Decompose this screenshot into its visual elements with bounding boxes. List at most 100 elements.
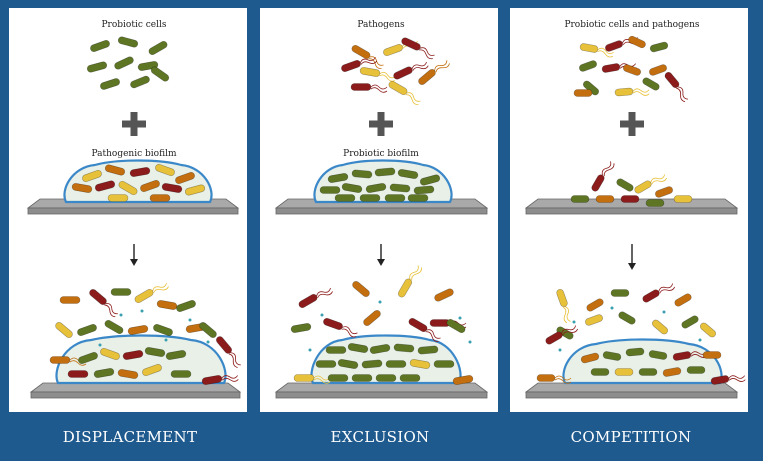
bacterium-icon bbox=[341, 183, 363, 193]
bacterium-icon bbox=[325, 346, 347, 354]
bacterium-icon bbox=[144, 347, 166, 357]
bacterium-icon bbox=[672, 351, 708, 361]
bacterium-icon bbox=[642, 77, 660, 91]
bacterium-icon bbox=[614, 368, 634, 376]
bacterium-icon bbox=[433, 360, 455, 368]
bacterium-icon bbox=[591, 161, 615, 192]
footer-label-displacement: DISPLACEMENT bbox=[62, 427, 198, 446]
surface-slab-icon bbox=[524, 382, 739, 399]
particle-dot bbox=[188, 318, 192, 322]
bacterium-icon bbox=[573, 89, 593, 97]
footer-label-exclusion: EXCLUSION bbox=[330, 427, 430, 446]
surface-slab-icon bbox=[29, 382, 242, 399]
bacterium-icon bbox=[602, 351, 622, 361]
label-probiotic-biofilm: Probiotic biofilm bbox=[343, 149, 419, 159]
bacterium-icon bbox=[620, 195, 640, 203]
bacterium-icon bbox=[351, 44, 384, 69]
bacterium-icon bbox=[341, 56, 378, 73]
bacterium-icon bbox=[327, 374, 349, 382]
bacterium-icon bbox=[351, 169, 373, 179]
plus-icon bbox=[620, 112, 644, 136]
particle-dot bbox=[662, 310, 666, 314]
particle-dot bbox=[98, 343, 102, 347]
bacterium-icon bbox=[100, 347, 120, 361]
bacterium-icon bbox=[536, 374, 572, 384]
bacterium-icon bbox=[614, 87, 650, 97]
bacterium-icon bbox=[556, 289, 571, 324]
bacterium-icon bbox=[201, 375, 239, 385]
plus-icon bbox=[122, 112, 146, 136]
bacterium-icon bbox=[579, 60, 597, 72]
bacterium-icon bbox=[140, 179, 160, 193]
bacterium-icon bbox=[388, 80, 421, 105]
bacterium-icon bbox=[638, 368, 658, 376]
particle-dot bbox=[378, 300, 382, 304]
bacterium-icon bbox=[170, 370, 192, 378]
bacterium-icon bbox=[142, 363, 162, 377]
bacterium-icon bbox=[628, 35, 646, 49]
bacterium-icon bbox=[89, 289, 118, 318]
bacterium-icon bbox=[104, 164, 126, 176]
plus-icon bbox=[369, 112, 393, 136]
bacteria bbox=[49, 35, 746, 385]
bacterium-icon bbox=[117, 36, 139, 48]
arrows bbox=[130, 244, 636, 270]
bacterium-icon bbox=[625, 347, 645, 357]
bacterium-icon bbox=[117, 369, 139, 379]
bacterium-icon bbox=[664, 71, 689, 103]
bacterium-icon bbox=[579, 43, 614, 58]
bacterium-icon bbox=[586, 298, 604, 312]
bacterium-icon bbox=[59, 296, 81, 304]
bacterium-icon bbox=[616, 178, 634, 192]
down-arrow-icon bbox=[628, 244, 636, 270]
bacterium-icon bbox=[397, 265, 422, 298]
bacterium-icon bbox=[419, 174, 441, 186]
bacterium-icon bbox=[148, 40, 168, 56]
label-probiotic-cells: Probiotic cells bbox=[102, 20, 167, 30]
bacterium-icon bbox=[556, 326, 574, 340]
bacterium-icon bbox=[216, 336, 241, 368]
bacterium-icon bbox=[165, 350, 187, 360]
label-pathogenic-biofilm: Pathogenic biofilm bbox=[92, 149, 177, 159]
bacterium-icon bbox=[78, 351, 98, 365]
bacterium-icon bbox=[545, 325, 579, 345]
bacterium-icon bbox=[618, 311, 636, 325]
bacterium-icon bbox=[55, 322, 73, 338]
bacterium-icon bbox=[369, 344, 391, 354]
down-arrow-icon bbox=[130, 244, 138, 266]
bacterium-icon bbox=[67, 370, 89, 378]
bacterium-icon bbox=[399, 374, 421, 382]
bacterium-icon bbox=[634, 174, 668, 194]
bacterium-icon bbox=[298, 287, 333, 309]
bacterium-icon bbox=[673, 195, 693, 203]
bacterium-icon bbox=[610, 289, 630, 297]
particle-dot bbox=[558, 348, 562, 352]
bacterium-icon bbox=[642, 283, 676, 303]
bacterium-icon bbox=[413, 185, 435, 195]
bacterium-icon bbox=[699, 322, 717, 338]
bacterium-icon bbox=[199, 322, 217, 338]
bacterium-icon bbox=[409, 359, 431, 369]
bacterium-icon bbox=[350, 83, 388, 93]
bacterium-icon bbox=[327, 173, 349, 183]
bacterium-icon bbox=[651, 319, 669, 335]
bacterium-icon bbox=[176, 299, 196, 313]
bacterium-icon bbox=[149, 194, 171, 202]
label-pathogens: Pathogens bbox=[357, 20, 405, 30]
bacterium-icon bbox=[648, 350, 668, 360]
bacterium-icon bbox=[649, 64, 667, 76]
bacterium-icon bbox=[407, 194, 429, 202]
bacterium-icon bbox=[384, 194, 406, 202]
bacterium-icon bbox=[352, 281, 370, 297]
bacterium-icon bbox=[134, 282, 169, 304]
bacterium-icon bbox=[363, 310, 381, 326]
bacterium-icon bbox=[681, 315, 699, 329]
bacterium-icon bbox=[674, 293, 692, 307]
particle-dot bbox=[119, 313, 123, 317]
bacterium-icon bbox=[351, 374, 373, 382]
footer-label-competition: COMPETITION bbox=[570, 427, 692, 446]
bacterium-icon bbox=[114, 56, 134, 70]
bacterium-icon bbox=[389, 183, 411, 193]
down-arrow-icon bbox=[377, 244, 385, 266]
bacterium-icon bbox=[359, 67, 396, 82]
